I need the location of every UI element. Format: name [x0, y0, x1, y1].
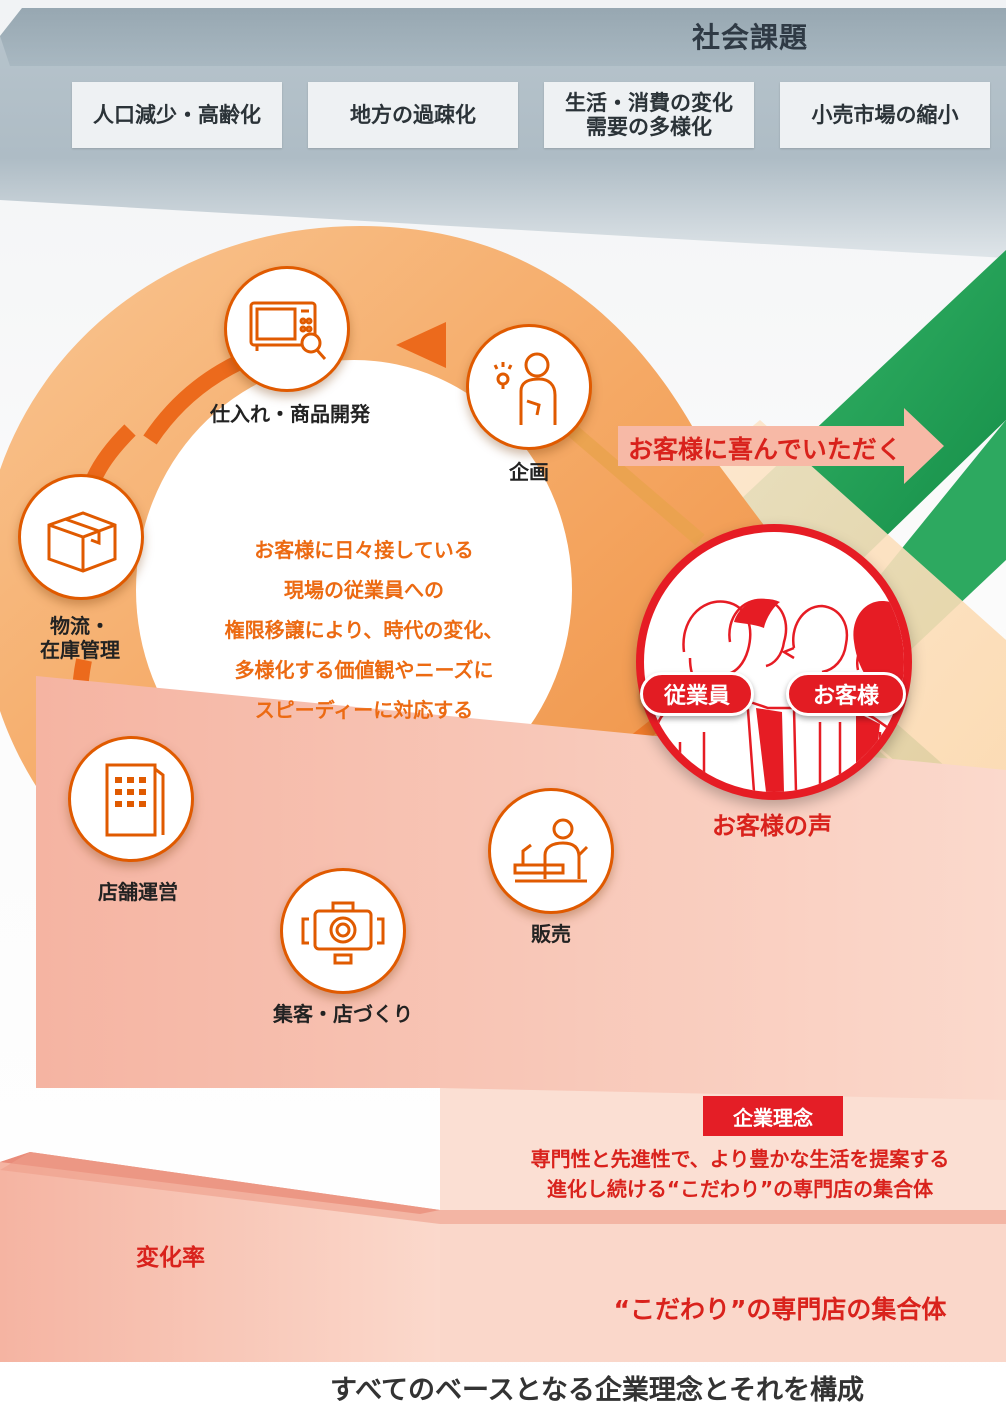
microwave-icon	[249, 301, 327, 360]
voice-arrow-label: お客様の声	[712, 812, 832, 840]
node-customer-attraction	[280, 868, 406, 994]
node-label-customer-attraction: 集客・店づくり	[273, 1002, 413, 1026]
building-icon	[105, 763, 165, 837]
box-icon	[47, 511, 117, 573]
center-line: スピーディーに対応する	[254, 698, 474, 722]
issue-label: 地方の過疎化	[350, 102, 476, 127]
philosophy-line: 進化し続ける“こだわり”の専門店の集合体	[546, 1177, 934, 1201]
node-label-procurement: 仕入れ・商品開発	[210, 402, 370, 426]
issue-box-market-shrink: 小売市場の縮小	[780, 82, 990, 148]
node-store-operation	[68, 736, 194, 862]
center-line: 多様化する価値観やニーズに	[234, 658, 494, 682]
caption: すべてのベースとなる企業理念とそれを構成	[330, 1375, 865, 1406]
issue-box-population: 人口減少・高齢化	[72, 82, 282, 148]
center-line: 権限移譲により、時代の変化、	[224, 618, 504, 642]
center-line: 現場の従業員への	[284, 578, 444, 602]
people-illustration-icon	[654, 598, 904, 792]
node-planning	[466, 324, 592, 450]
center-line: お客様に日々接している	[254, 538, 474, 562]
people-circle	[636, 524, 912, 800]
philosophy-badge: 企業理念	[703, 1096, 843, 1136]
node-label-store-operation: 店舗運営	[98, 880, 178, 904]
issue-label: 生活・消費の変化 需要の多様化	[565, 90, 733, 139]
base-step-text: “こだわり”の専門店の集合体	[613, 1295, 947, 1324]
node-logistics	[18, 474, 144, 600]
issue-label: 人口減少・高齢化	[93, 102, 261, 127]
customer-pill: お客様	[786, 672, 906, 716]
node-label-sales: 販売	[531, 922, 571, 946]
person-idea-icon	[493, 352, 557, 425]
employee-pill: 従業員	[640, 672, 754, 716]
issue-box-depopulation: 地方の過疎化	[308, 82, 518, 148]
salesperson-icon	[513, 818, 589, 883]
issue-box-lifestyle-change: 生活・消費の変化 需要の多様化	[544, 82, 754, 148]
philosophy-line: 専門性と先進性で、より豊かな生活を提案する	[530, 1147, 950, 1171]
delight-arrow-label: お客様に喜んでいただく	[628, 435, 902, 464]
issue-label: 小売市場の縮小	[811, 102, 959, 127]
philosophy-text: 専門性と先進性で、より豊かな生活を提案する 進化し続ける“こだわり”の専門店の集…	[470, 1144, 1006, 1204]
rate-label: 変化率	[136, 1245, 205, 1271]
node-label-planning: 企画	[509, 460, 549, 484]
node-label-logistics: 物流・ 在庫管理	[40, 614, 120, 662]
node-sales	[488, 788, 614, 914]
center-message: お客様に日々接している 現場の従業員への 権限移譲により、時代の変化、 多様化す…	[214, 530, 514, 730]
camera-icon	[301, 901, 385, 965]
social-issues-title: 社会課題	[691, 21, 808, 54]
node-procurement	[224, 266, 350, 392]
